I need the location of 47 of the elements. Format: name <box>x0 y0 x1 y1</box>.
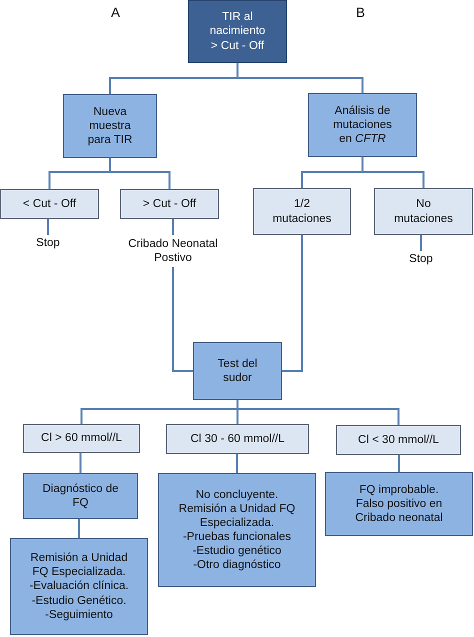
outcome-text: Stop <box>23 235 73 251</box>
connector-line <box>398 455 400 472</box>
box-text: No concluyente. Remisión a Unidad FQ Especializada. -Pruebas funcionales -Estudio genético -Otro diagnóstico <box>178 488 296 572</box>
column-label: A <box>111 5 120 22</box>
result-box <box>0 189 99 219</box>
box-text: Cl < 30 mmol//L <box>358 432 439 447</box>
process-box <box>10 538 148 635</box>
connector-line <box>236 454 238 473</box>
outcome-text: Cribado Neonatal Postivo <box>123 235 223 267</box>
outcome-text: Stop <box>396 251 446 267</box>
result-box <box>23 424 140 453</box>
process-box <box>193 342 282 400</box>
box-text: < Cut - Off <box>22 196 76 211</box>
connector-line <box>282 235 303 372</box>
box-text: Nueva muestra para TIR <box>86 104 134 148</box>
start-box <box>188 0 287 63</box>
process-box <box>23 473 138 519</box>
box-text: 1/2 mutaciones <box>272 197 332 226</box>
box-text: Análisis de mutaciones en CFTR <box>332 104 393 146</box>
box-text: Diagnóstico de FQ <box>41 482 120 510</box>
box-text: Cl 30 - 60 mmol//L <box>190 432 285 446</box>
connector-line <box>47 219 49 235</box>
connector-line <box>172 267 193 372</box>
box-text: No mutaciones <box>393 197 454 226</box>
connector-line <box>109 158 170 189</box>
connector-line <box>362 157 424 188</box>
process-box <box>325 472 473 536</box>
box-text: > Cut - Off <box>142 196 196 211</box>
connector-line <box>78 519 80 538</box>
process-box <box>63 94 157 158</box>
box-text: Remisión a Unidad FQ Especializada. -Evaluación clínica. -Estudio Genético. -Seguimiento <box>28 551 130 622</box>
box-text: Test del sudor <box>216 356 258 386</box>
box-text: Cl > 60 mmol//L <box>41 431 122 446</box>
result-box <box>120 189 219 219</box>
result-box <box>253 188 351 235</box>
process-box <box>158 473 316 587</box>
connector-line <box>420 235 422 251</box>
connector-line <box>236 63 364 93</box>
connector-line <box>172 219 174 235</box>
result-box <box>166 424 309 454</box>
result-box <box>374 188 473 235</box>
column-label: B <box>356 5 366 22</box>
box-text: TIR al nacimiento > Cut - Off <box>208 10 266 53</box>
box-text: FQ improbable. Falso positivo en Cribado neonatal <box>354 482 444 526</box>
connector-line <box>80 453 82 473</box>
result-box <box>336 425 461 455</box>
process-box <box>308 93 417 157</box>
